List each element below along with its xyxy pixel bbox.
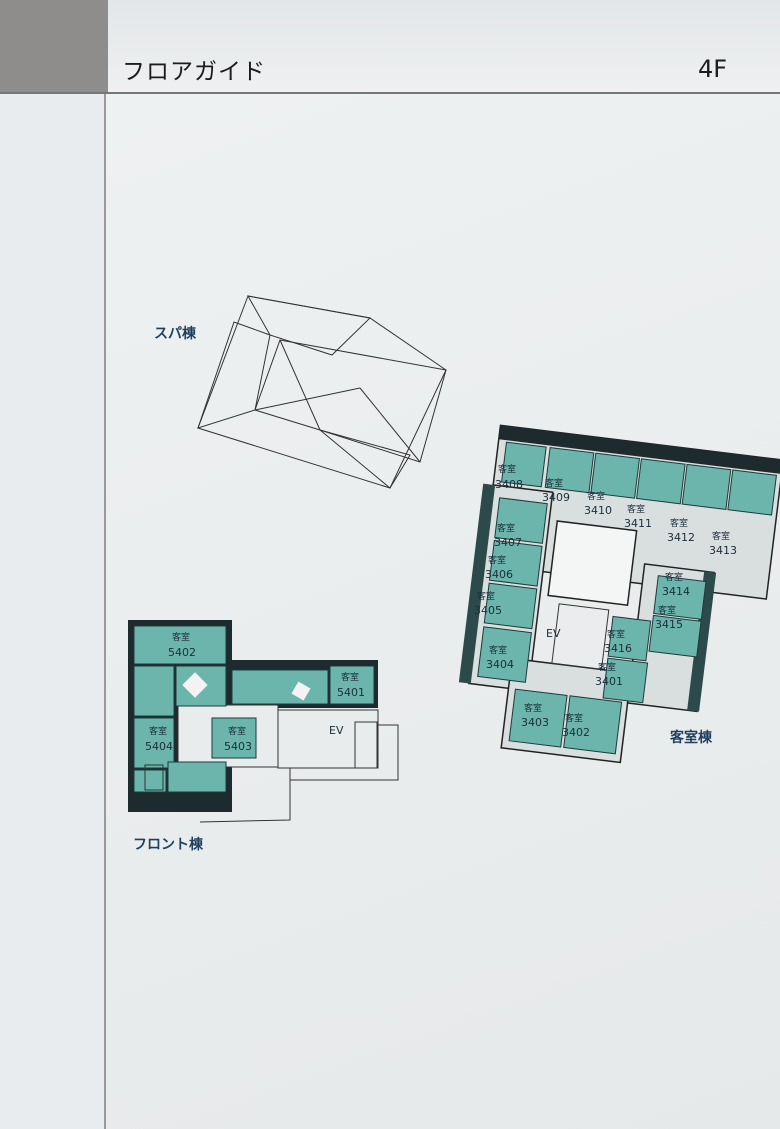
room-3411-kind: 客室	[627, 503, 645, 515]
room-3413: 3413	[709, 544, 737, 557]
room-3406: 3406	[485, 568, 513, 581]
room-3415: 3415	[655, 618, 683, 631]
room-3402-kind: 客室	[565, 712, 583, 724]
room-3410-kind: 客室	[587, 490, 605, 502]
room-3412: 3412	[667, 531, 695, 544]
room-3401-kind: 客室	[598, 661, 616, 673]
room-3411: 3411	[624, 517, 652, 530]
room-3416-kind: 客室	[607, 628, 625, 640]
room-5404: 5404	[145, 740, 173, 753]
room-3405: 3405	[474, 604, 502, 617]
room-3408: 3408	[495, 478, 523, 491]
front-building-plan	[128, 620, 399, 823]
room-3403: 3403	[521, 716, 549, 729]
room-3413-kind: 客室	[712, 530, 730, 542]
room-3407-kind: 客室	[497, 522, 515, 534]
header-corner-block	[0, 0, 108, 94]
room-5403-kind: 客室	[228, 725, 246, 737]
room-5402: 5402	[168, 646, 196, 659]
room-5401-kind: 客室	[341, 671, 359, 683]
room-5403: 5403	[224, 740, 252, 753]
room-3404-kind: 客室	[489, 644, 507, 656]
spa-building-outline	[197, 295, 447, 489]
room-3410: 3410	[584, 504, 612, 517]
room-3406-kind: 客室	[488, 554, 506, 566]
margin-rule	[104, 94, 106, 1129]
room-3414: 3414	[662, 585, 690, 598]
room-3415-kind: 客室	[658, 604, 676, 616]
spa-building-label: スパ棟	[154, 326, 196, 342]
room-3409: 3409	[542, 491, 570, 504]
guest-wing-plan	[458, 424, 780, 764]
front-building-label: フロント棟	[133, 837, 203, 853]
room-3408-kind: 客室	[498, 463, 516, 475]
room-5402-kind: 客室	[172, 631, 190, 643]
room-3402: 3402	[562, 726, 590, 739]
room-5401: 5401	[337, 686, 365, 699]
room-3416: 3416	[604, 642, 632, 655]
header-strip	[108, 0, 780, 92]
floor-indicator: 4F	[698, 55, 728, 83]
guest-building-label: 客室棟	[670, 730, 712, 746]
room-3414-kind: 客室	[665, 571, 683, 583]
guest-elevator-label: EV	[546, 627, 561, 640]
room-3404: 3404	[486, 658, 514, 671]
room-5404-kind: 客室	[149, 725, 167, 737]
page-title: フロアガイド	[122, 59, 266, 85]
room-3405-kind: 客室	[477, 590, 495, 602]
room-3409-kind: 客室	[545, 477, 563, 489]
header-rule	[0, 92, 780, 94]
room-3412-kind: 客室	[670, 517, 688, 529]
front-elevator-label: EV	[329, 724, 344, 737]
room-3401: 3401	[595, 675, 623, 688]
room-3407: 3407	[494, 536, 522, 549]
room-3403-kind: 客室	[524, 702, 542, 714]
